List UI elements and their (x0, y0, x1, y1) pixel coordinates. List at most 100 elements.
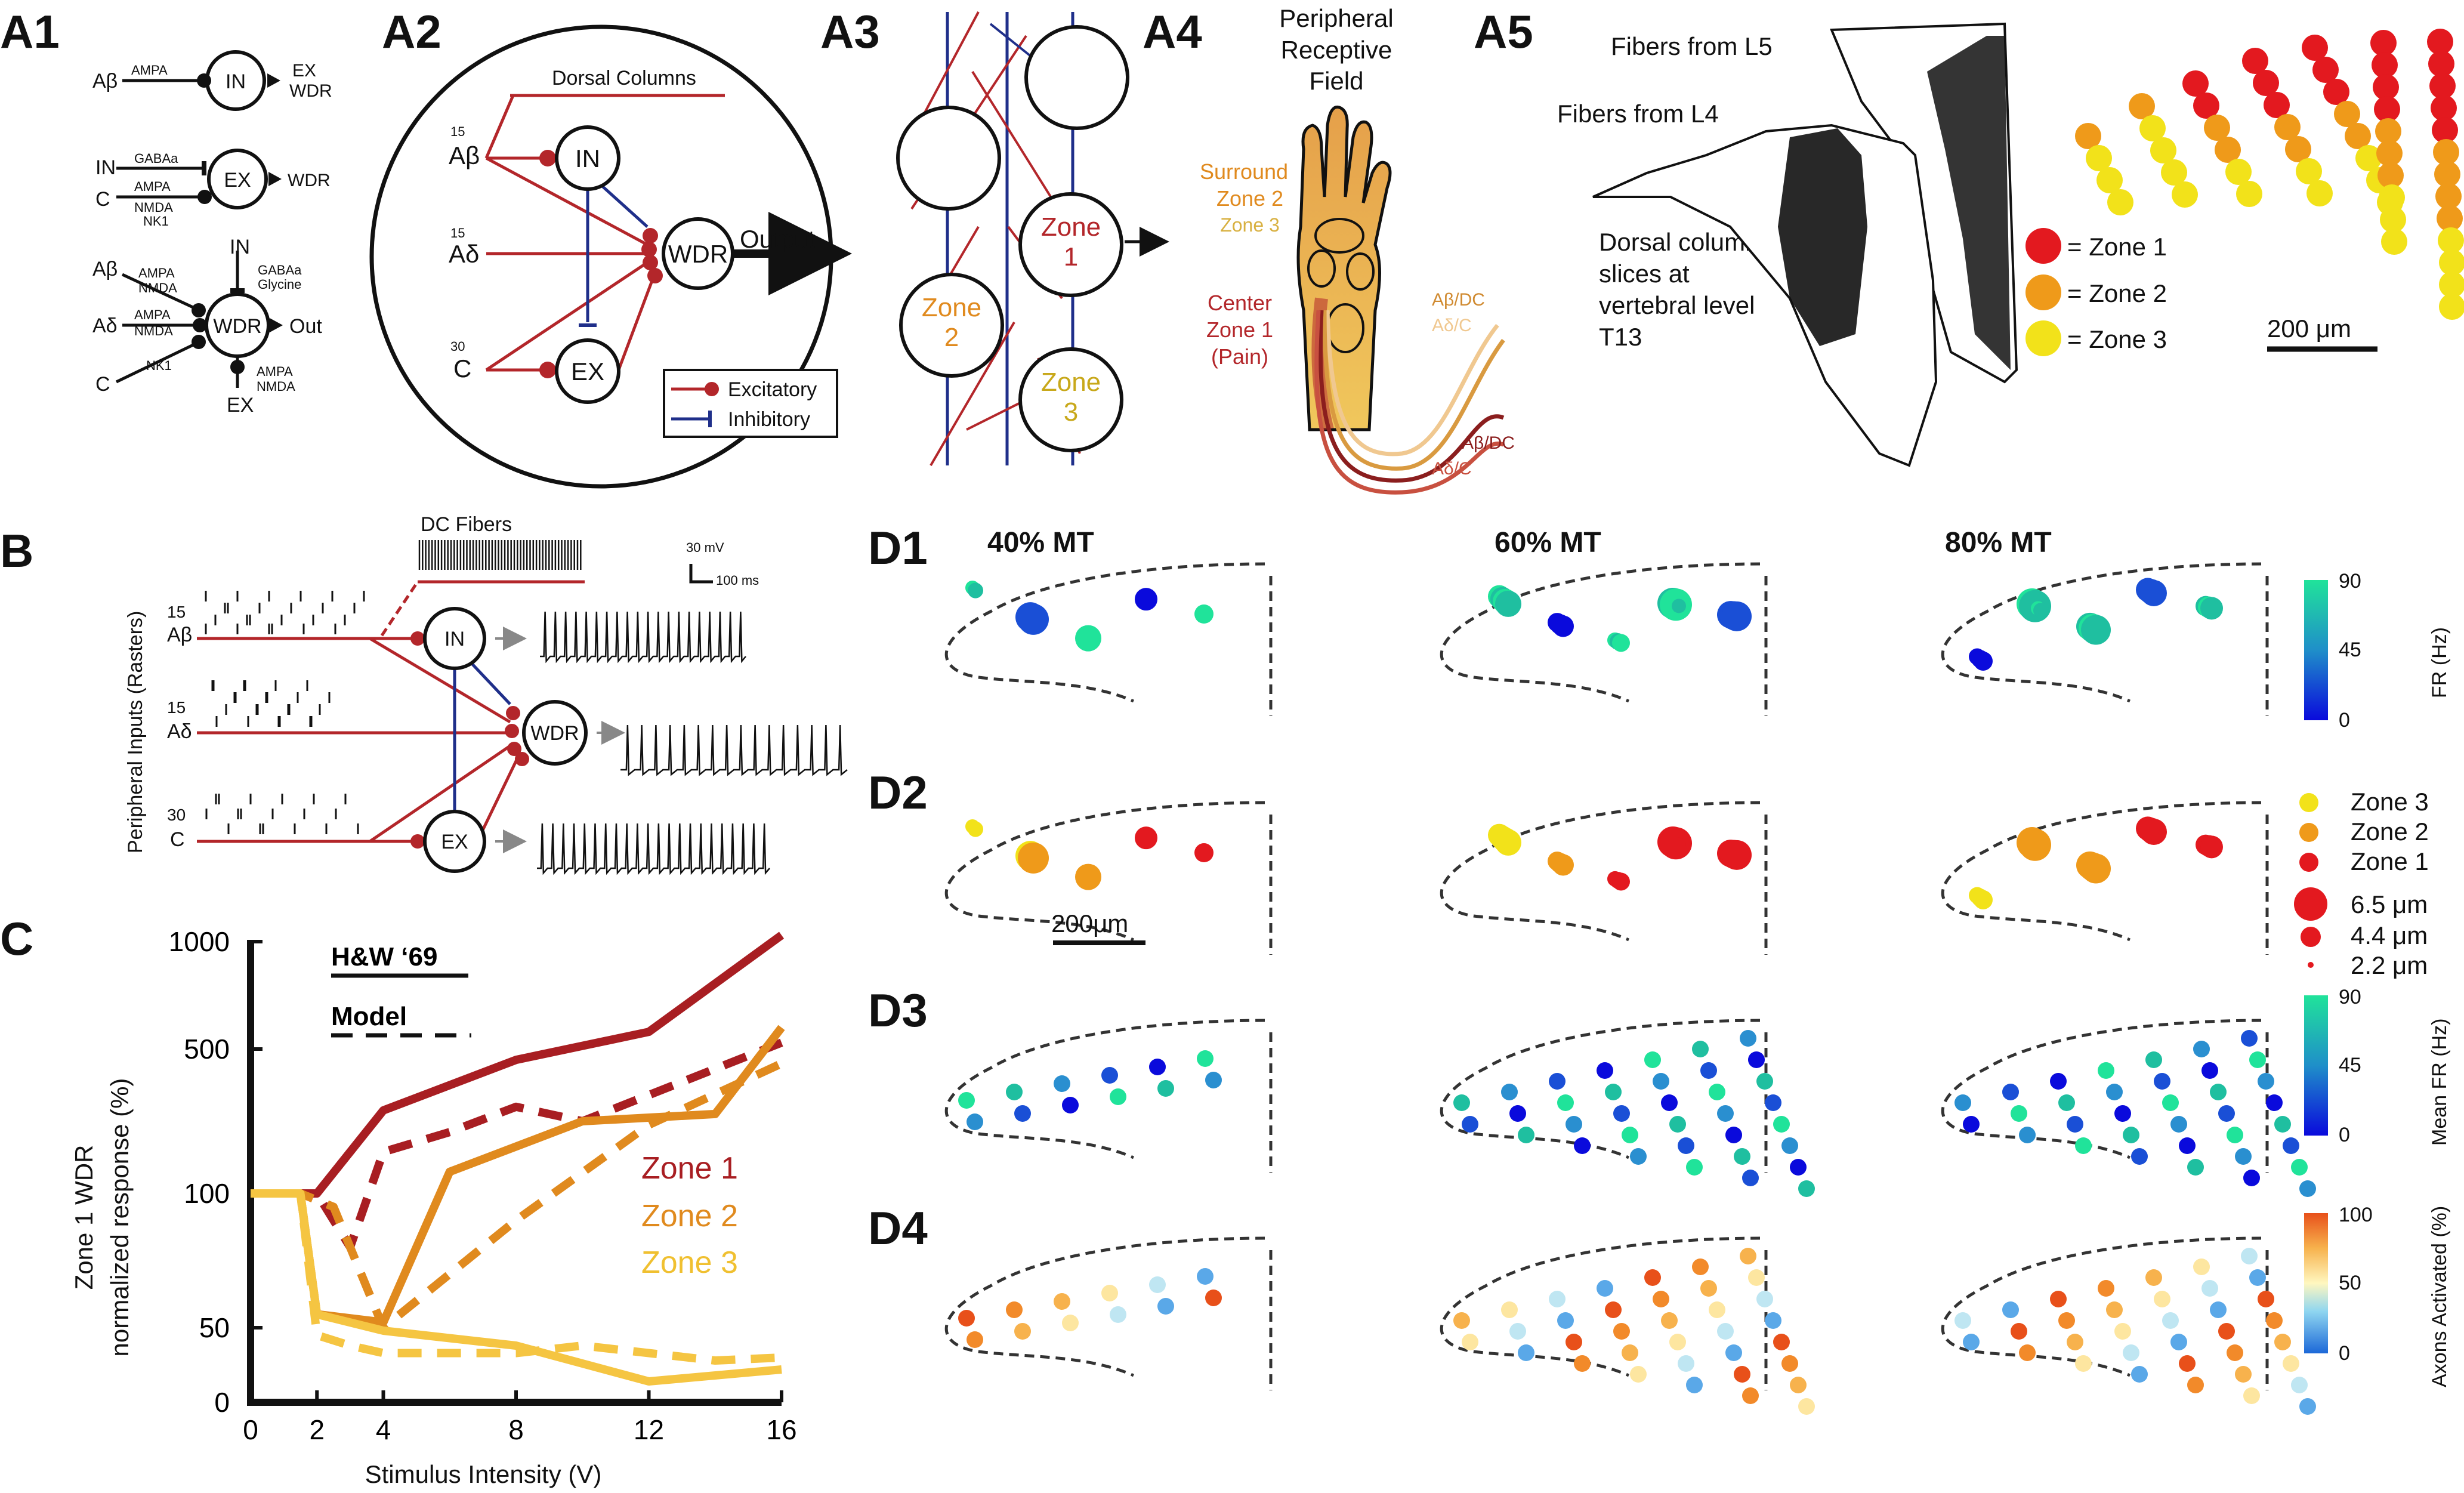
d4-neuron (1597, 1280, 1613, 1297)
d3-neuron (2170, 1116, 2187, 1133)
a5-electrode (2439, 272, 2464, 298)
d3-neuron (1613, 1105, 1630, 1122)
c-ylabel1: Zone 1 WDR (70, 1145, 98, 1290)
a3-zone2-label: Zone (922, 293, 981, 322)
d4-neuron (2162, 1312, 2179, 1329)
d3-neuron (1644, 1051, 1661, 1068)
d4-colorbar (2304, 1213, 2328, 1353)
b-ad: Aδ (167, 720, 192, 743)
d3-neuron (2283, 1137, 2299, 1154)
a5-legend-zone3: = Zone 3 (2067, 325, 2167, 353)
d3-neuron (1062, 1097, 1079, 1113)
d4-neuron (2067, 1334, 2083, 1350)
d3-neuron (1661, 1094, 1678, 1111)
a1-r3-ab-rec1: AMPA (138, 266, 175, 280)
d3-neuron (1110, 1088, 1126, 1105)
a5-electrode (2380, 206, 2406, 233)
d1-neuron (2033, 603, 2049, 619)
b-dc-fibers: DC Fibers (421, 513, 512, 536)
d3-neuron (1605, 1084, 1622, 1100)
a5-electrode (2377, 162, 2404, 189)
a3-zone3-num: 3 (1064, 397, 1078, 427)
a5-electrode (2204, 115, 2230, 141)
d4-colorbar-label: Axons Activated (%) (2428, 1206, 2451, 1387)
d4-neuron (2050, 1291, 2067, 1307)
panel-label-b: B (0, 525, 33, 577)
a1-r3-ab: Aβ (92, 258, 118, 280)
d4-tick-50: 50 (2339, 1272, 2361, 1294)
d3-neuron (1549, 1073, 1566, 1090)
a1-in-label: IN (226, 70, 246, 93)
d3-neuron (2011, 1105, 2027, 1122)
b-rasters (205, 591, 365, 834)
b-voltage-traces (537, 611, 848, 875)
b-c-n: 30 (167, 806, 186, 824)
d3-neuron (1740, 1030, 1756, 1047)
d3-neuron (2162, 1094, 2179, 1111)
d1-tick-0: 0 (2339, 709, 2350, 732)
a1-r3-ex-rec2: NMDA (257, 379, 295, 394)
a1-r2-rec2c: NK1 (143, 214, 169, 229)
a5-electrode (2381, 229, 2407, 255)
d4-neuron (2075, 1355, 2092, 1372)
d4-neuron (1748, 1269, 1765, 1286)
d-col2-title: 60% MT (1495, 527, 1601, 559)
d4-neuron (2058, 1312, 2075, 1329)
d2-neuron (1135, 826, 1157, 850)
d2-neuron (1974, 890, 1993, 909)
a5-electrode (2323, 79, 2349, 105)
a5-desc1: Dorsal column (1599, 228, 1759, 256)
d3-neuron (1157, 1080, 1174, 1097)
d4-neuron (1197, 1268, 1214, 1285)
a5-electrode (2139, 115, 2166, 141)
a1-r2-rec2b: NMDA (134, 200, 173, 215)
d2-neuron (968, 821, 983, 837)
a4-fiber-ab-dc-1: Aβ/DC (1432, 290, 1485, 310)
d3-neuron (2123, 1127, 2139, 1143)
a1-ex-node (207, 149, 268, 209)
d4-tick-0: 0 (2339, 1342, 2350, 1365)
d3-neuron (1790, 1159, 1807, 1176)
d1-neuron (1672, 599, 1686, 613)
a5-electrode (2107, 189, 2133, 215)
d3-neuron (2299, 1180, 2316, 1197)
d4-neuron (2283, 1355, 2299, 1372)
b-wdr-node (522, 700, 588, 766)
a3-zone2-node (899, 273, 1004, 378)
a4-zone2: Zone 2 (1216, 186, 1283, 211)
d2-neuron (2081, 853, 2111, 884)
panel-label-a3: A3 (820, 5, 880, 58)
d4-neuron (1773, 1334, 1790, 1350)
b-dc-raster (418, 540, 582, 570)
a5-electrode (2374, 96, 2400, 122)
a5-electrode (2075, 123, 2101, 149)
a2-wdr-node (662, 217, 734, 290)
a1-r3-in-rec1: GABAa (258, 263, 302, 277)
a5-electrode (2182, 70, 2209, 97)
d3-neuron (2002, 1084, 2019, 1100)
d3-neuron (1566, 1116, 1582, 1133)
d1-neuron (1018, 603, 1049, 635)
d-col3-title: 80% MT (1945, 527, 2052, 559)
d1-neuron (1495, 590, 1521, 617)
d4-neuron (1149, 1276, 1166, 1293)
a1-r3-ad-rec2: NMDA (134, 323, 173, 338)
d2-neuron (1075, 863, 1101, 890)
b-ex-label: EX (441, 831, 468, 853)
d-slice-outline (1941, 801, 2269, 955)
d4-neuron (1709, 1301, 1725, 1318)
d2-neuron (1722, 840, 1752, 870)
d2-scale-label: 200μm (1051, 909, 1128, 937)
a5-legend-zone1: = Zone 1 (2067, 233, 2167, 261)
a3-node-left (896, 106, 1001, 211)
panel-c-chart: Zone 1 WDR normalized response (%) Stimu… (70, 926, 797, 1488)
a2-dorsal-columns: Dorsal Columns (552, 67, 696, 90)
a5-electrode (2431, 95, 2457, 121)
d3-colorbar (2304, 995, 2328, 1136)
d4-neuron (2266, 1312, 2283, 1329)
panel-label-d2: D2 (868, 766, 928, 819)
d4-neuron (1613, 1323, 1630, 1340)
a1-r1-input: Aβ (92, 70, 118, 92)
d1-neuron (1552, 615, 1574, 637)
a2-ad-n: 15 (450, 226, 465, 240)
